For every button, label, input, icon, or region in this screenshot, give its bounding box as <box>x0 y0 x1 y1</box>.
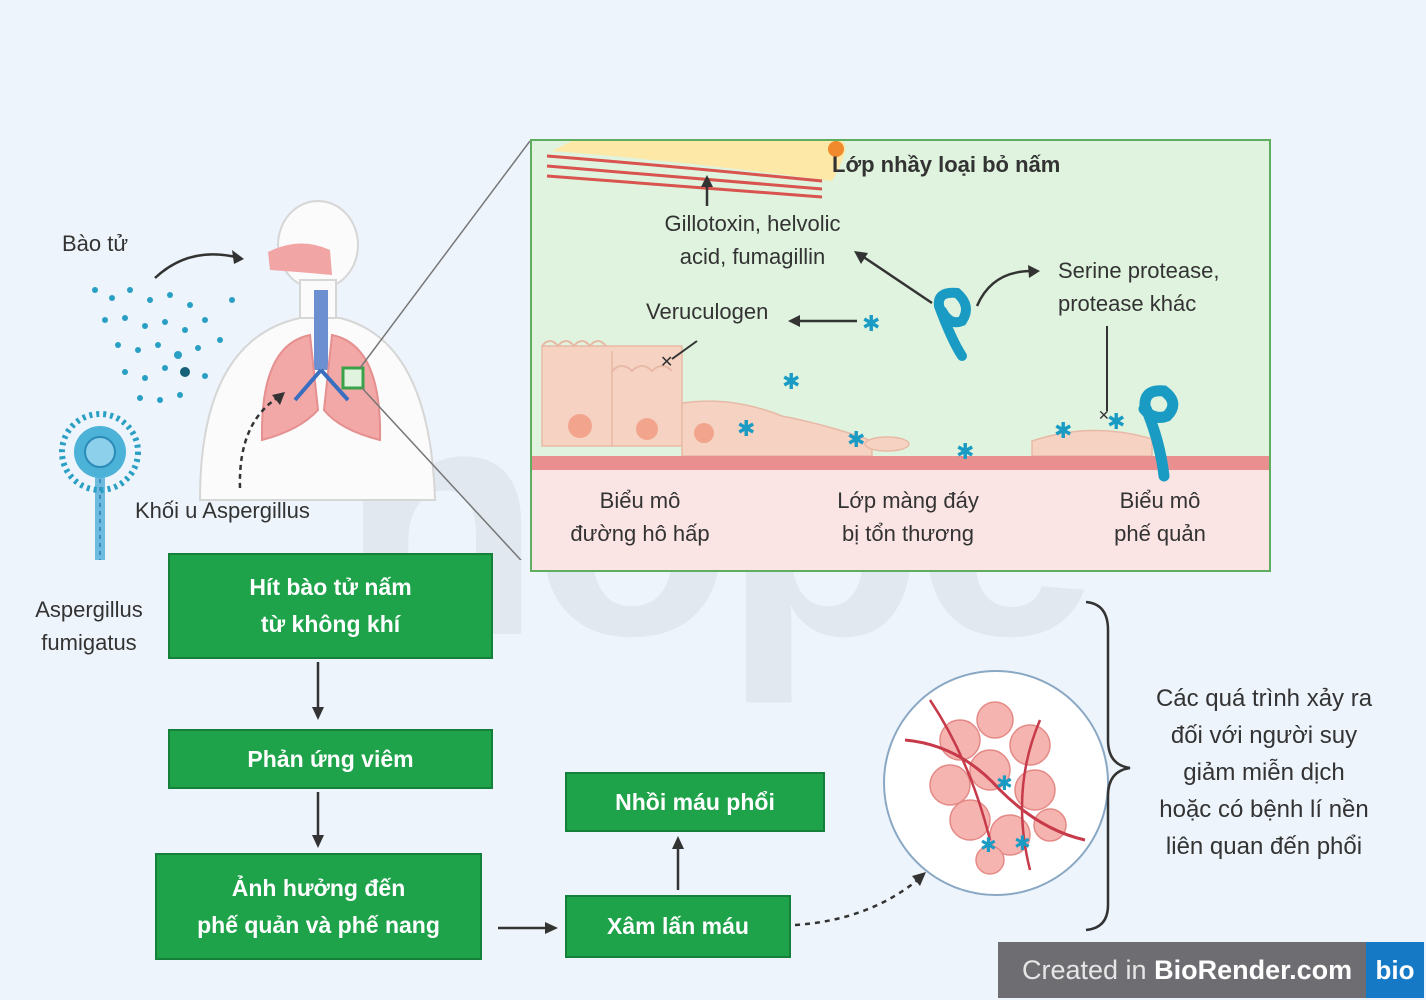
label-toxins-line1: Gillotoxin, helvolic <box>664 211 841 236</box>
label-proteases: Serine protease, protease khác <box>1058 254 1219 320</box>
label-protease-line1: Serine protease, <box>1058 258 1220 283</box>
svg-text:✕: ✕ <box>660 352 673 371</box>
label-aspergillus-line2: fumigatus <box>41 630 137 655</box>
step-infarct-label: Nhồi máu phổi <box>615 788 775 815</box>
note-line3: giảm miễn dịch <box>1183 759 1345 786</box>
label-aspergilloma: Khối u Aspergillus <box>135 498 310 523</box>
biorender-brand: BioRender.com <box>1154 955 1353 985</box>
svg-text:✱: ✱ <box>847 428 865 453</box>
label-airway-epi-line2: đường hô hấp <box>570 521 710 546</box>
zoom-marker <box>341 366 365 390</box>
step-blood-invasion: Xâm lấn máu <box>565 895 791 958</box>
biorender-logo-icon: bio <box>1366 942 1424 998</box>
step-affect-line2: phế quản và phế nang <box>197 911 440 938</box>
step-invasion-label: Xâm lấn máu <box>607 913 749 939</box>
label-basement-membrane: Lớp màng đáy bị tổn thương <box>818 484 998 550</box>
step-inflammation: Phản ứng viêm <box>168 729 493 789</box>
svg-text:✱: ✱ <box>1107 410 1125 435</box>
label-protease-line2: protease khác <box>1058 291 1197 316</box>
step-inhale-spores: Hít bào tử nấm từ không khí <box>168 553 493 659</box>
label-airway-epithelium: Biểu mô đường hô hấp <box>555 484 725 550</box>
label-mucus-layer: Lớp nhầy loại bỏ nấm <box>832 152 1061 177</box>
svg-text:✱: ✱ <box>956 440 974 465</box>
note-immunocompromised: Các quá trình xảy ra đối với người suy g… <box>1138 680 1390 865</box>
svg-text:✱: ✱ <box>737 417 755 442</box>
step-inhale-line1: Hít bào tử nấm <box>249 574 412 600</box>
step-pulmonary-infarct: Nhồi máu phổi <box>565 772 825 832</box>
note-line4: hoặc có bệnh lí nền <box>1159 796 1369 823</box>
note-line2: đối với người suy <box>1170 722 1358 749</box>
label-aspergillus-line1: Aspergillus <box>35 597 143 622</box>
airway-detail-panel: ✱ ✱ ✱ ✱ ✱ ✱ ✱ ✕ ✕ <box>530 139 1271 572</box>
human-body-illustration <box>59 140 530 560</box>
label-toxins-line2: acid, fumagillin <box>679 244 826 269</box>
label-bronchial-epithelium: Biểu mô phế quản <box>1090 484 1230 550</box>
svg-text:✱: ✱ <box>1054 419 1072 444</box>
grouping-brace <box>1085 600 1131 932</box>
biorender-prefix: Created in <box>1022 955 1155 985</box>
note-line1: Các quá trình xảy ra <box>1155 685 1373 712</box>
step-inflammation-label: Phản ứng viêm <box>247 745 414 772</box>
label-airway-epi-line1: Biểu mô <box>599 488 681 513</box>
svg-text:✱: ✱ <box>862 312 880 337</box>
alveoli-illustration: ✱ ✱ ✱ <box>883 670 1109 896</box>
svg-text:✱: ✱ <box>996 771 1013 795</box>
label-basement-line2: bị tổn thương <box>842 521 974 546</box>
biorender-credit: Created in BioRender.com <box>1022 952 1352 988</box>
biorender-badge <box>998 942 1424 998</box>
label-veruculogen: Veruculogen <box>646 299 769 324</box>
svg-text:✱: ✱ <box>1014 831 1031 855</box>
note-line5: liên quan đến phổi <box>1165 833 1363 860</box>
label-spores: Bào tử <box>62 231 129 256</box>
svg-text:✱: ✱ <box>782 370 800 395</box>
label-bronch-epi-line2: phế quản <box>1114 521 1206 546</box>
airway-tissue-illustration: ✱ ✱ ✱ ✱ ✱ ✱ ✱ ✕ ✕ <box>532 141 1269 570</box>
step-affect-line1: Ảnh hưởng đến <box>231 874 406 901</box>
label-basement-line1: Lớp màng đáy <box>837 488 979 513</box>
label-bronch-epi-line1: Biểu mô <box>1119 488 1201 513</box>
label-aspergillus-fumigatus: Aspergillus fumigatus <box>14 593 164 659</box>
label-toxins: Gillotoxin, helvolic acid, fumagillin <box>640 207 865 273</box>
step-affect-bronchi: Ảnh hưởng đến phế quản và phế nang <box>155 853 482 960</box>
svg-text:✕: ✕ <box>1098 408 1110 424</box>
step-inhale-line2: từ không khí <box>260 611 401 637</box>
svg-text:✱: ✱ <box>980 833 997 857</box>
